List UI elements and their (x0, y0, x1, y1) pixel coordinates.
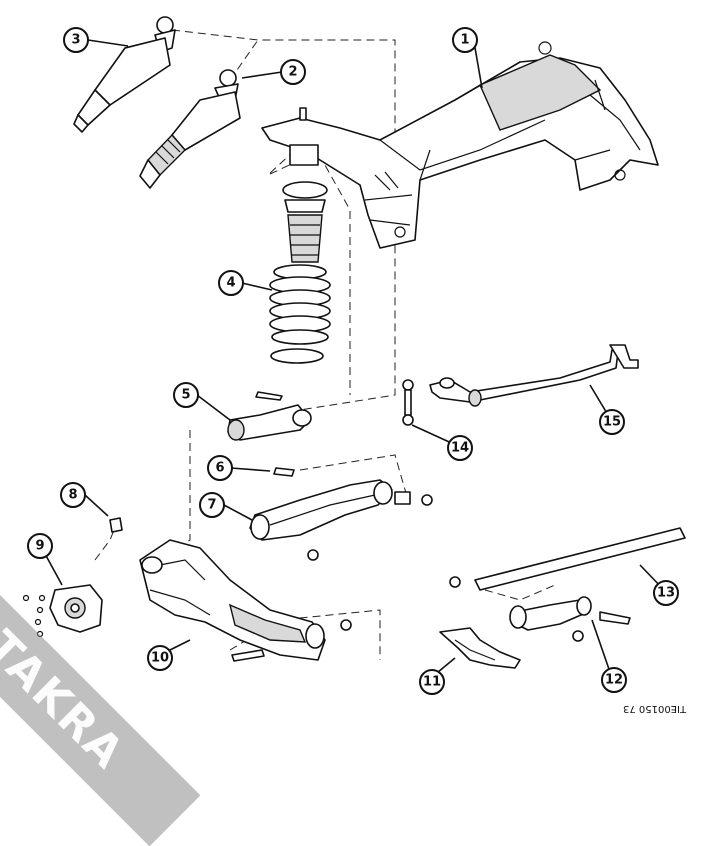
lower-link-12 (509, 596, 631, 642)
callout-12: 12 (601, 667, 627, 693)
suspension-exploded-diagram: 1 2 3 4 5 6 7 8 9 10 11 12 13 14 15 (22, 16, 686, 695)
hub-assembly-9 (22, 517, 123, 638)
reference-code: TIE00150 73 (622, 703, 686, 714)
callout-13: 13 (653, 580, 679, 606)
callout-14: 14 (447, 435, 473, 461)
trailing-arm-10 (139, 539, 352, 662)
tie-bar-13 (449, 527, 686, 591)
callout-3: 3 (63, 27, 89, 53)
svg-text:13: 13 (657, 586, 675, 601)
svg-text:3: 3 (71, 33, 80, 48)
callout-10: 10 (147, 645, 173, 671)
svg-text:10: 10 (151, 651, 169, 666)
bracket-11 (439, 627, 521, 669)
shock-absorber-3 (73, 16, 176, 133)
stabilizer-14-15 (402, 344, 639, 426)
callout-7: 7 (199, 492, 225, 518)
callout-2: 2 (280, 59, 306, 85)
callout-11: 11 (419, 669, 445, 695)
svg-text:4: 4 (226, 276, 235, 291)
lower-arm-7 (249, 467, 433, 561)
svg-text:7: 7 (207, 498, 216, 513)
callout-1: 1 (452, 27, 478, 53)
svg-text:2: 2 (288, 65, 297, 80)
svg-text:12: 12 (605, 673, 623, 688)
callout-15: 15 (599, 409, 625, 435)
svg-text:11: 11 (423, 675, 441, 690)
upper-link-5 (227, 391, 312, 441)
svg-text:9: 9 (35, 539, 44, 554)
shock-absorber-2 (139, 69, 241, 189)
svg-text:8: 8 (68, 488, 77, 503)
coil-spring-4 (269, 181, 331, 364)
svg-text:15: 15 (603, 415, 621, 430)
callout-6: 6 (207, 455, 233, 481)
callout-8: 8 (60, 482, 86, 508)
svg-text:1: 1 (460, 33, 469, 48)
svg-text:14: 14 (451, 441, 469, 456)
subframe-1 (261, 41, 659, 249)
svg-text:6: 6 (215, 461, 224, 476)
callout-9: 9 (27, 533, 53, 559)
callout-4: 4 (218, 270, 244, 296)
callout-5: 5 (173, 382, 199, 408)
svg-text:5: 5 (181, 388, 190, 403)
